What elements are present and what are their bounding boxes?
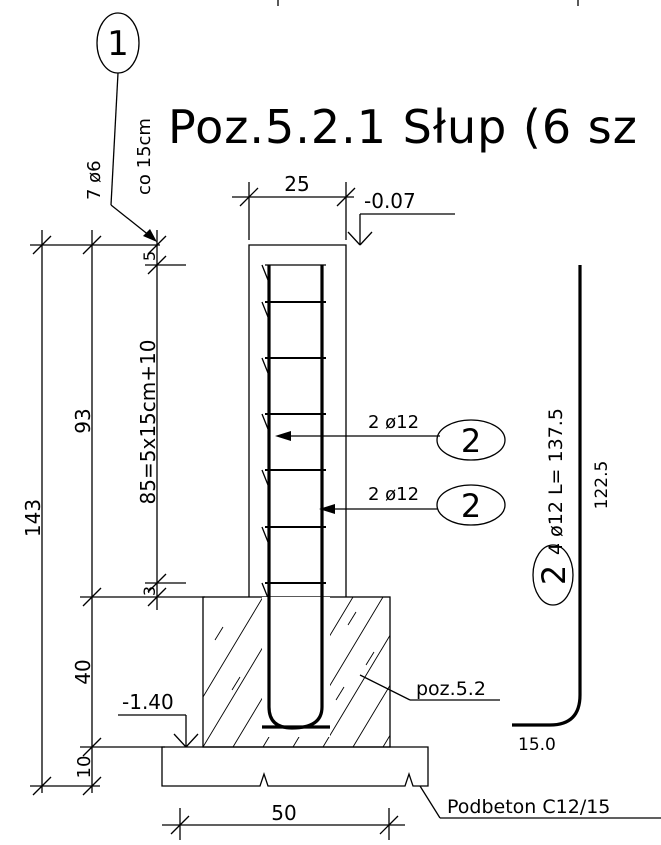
- stirrup-hooks: [261, 264, 269, 599]
- detail-bar-mark-number: 2: [535, 565, 573, 585]
- detail-vertical-length: 122.5: [592, 461, 612, 510]
- bottom-level-value: -1.40: [122, 690, 174, 714]
- detail-bar-mark: [532, 544, 574, 606]
- stirrup-count-label: 7 ø6: [84, 160, 105, 200]
- detail-hook-length: 15.0: [518, 735, 556, 755]
- top-level-value: -0.07: [364, 189, 416, 213]
- blinding-height-value: 10: [74, 756, 95, 779]
- column-height-value: 93: [71, 408, 95, 433]
- leader-arrowhead-icon: [143, 229, 157, 242]
- stirrup-spacing-label: co 15cm: [134, 118, 155, 195]
- bar-a-label: 2 ø12: [368, 412, 419, 433]
- drawing-title: Poz.5.2.1 Słup (6 sz: [168, 100, 638, 154]
- bar-mark-a: [436, 419, 506, 461]
- footing-height-value: 40: [71, 659, 95, 684]
- position-marker-1: 1: [96, 12, 140, 74]
- bar-mark-a-number: 2: [461, 422, 481, 460]
- blinding-layer: [161, 746, 429, 787]
- blinding-callout: Podbeton C12/15: [419, 785, 661, 819]
- column-width-value: 25: [284, 172, 309, 196]
- top-level-marker: -0.07: [347, 189, 455, 246]
- bar-b-label: 2 ø12: [368, 484, 419, 505]
- bar-detail: 2 4 ø12 L= 137.5 122.5 15.0: [512, 265, 612, 755]
- bar-mark-b-number: 2: [461, 487, 481, 525]
- bottom-cover-value: 3: [140, 586, 159, 596]
- stirrup-leader: [110, 72, 157, 242]
- footing-callout: poz.5.2: [359, 674, 500, 701]
- bottom-level-marker: -1.40: [118, 690, 199, 748]
- column-outline: [248, 244, 347, 597]
- total-height-value: 143: [21, 499, 45, 537]
- bar-callout-b: 2 ø12 2: [319, 484, 506, 526]
- stirrup-zone-dimension: 5 85=5x15cm+10 3: [136, 230, 186, 610]
- column-width-dimension: 25: [232, 172, 356, 240]
- marker-number: 1: [107, 24, 129, 64]
- footing-width-value: 50: [271, 801, 296, 825]
- blinding-label: Podbeton C12/15: [447, 796, 610, 818]
- stirrup-zone-value: 85=5x15cm+10: [136, 340, 160, 505]
- bar-mark-b: [436, 484, 506, 526]
- total-height-dimension: 143: [21, 230, 160, 796]
- footing-label: poz.5.2: [416, 678, 486, 700]
- callout-arrowhead-icon: [275, 431, 291, 441]
- stirrups: [265, 301, 326, 584]
- top-cover-value: 5: [140, 251, 159, 261]
- column-height-dimension: 93 40 10: [71, 230, 205, 796]
- callout-arrowhead-icon: [319, 504, 335, 514]
- footing: [202, 596, 391, 748]
- footing-width-dimension: 50: [162, 801, 405, 840]
- detail-bar-label: 4 ø12 L= 137.5: [545, 408, 567, 555]
- bar-callout-a: 2 ø12 2: [275, 412, 506, 461]
